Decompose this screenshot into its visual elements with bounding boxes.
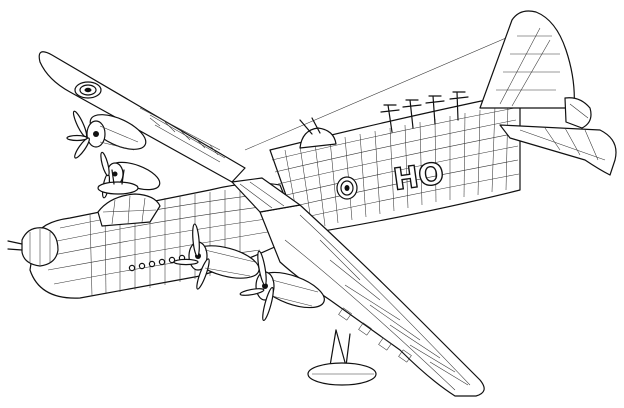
near-inner-engine (173, 223, 260, 290)
tailplane (499, 124, 617, 176)
far-outer-propeller (66, 110, 90, 159)
tail-fin-ribs (496, 27, 560, 107)
near-outer-propeller (239, 250, 274, 322)
rear-fuselage-stringers (271, 107, 520, 221)
tail-gun-turret (564, 97, 592, 129)
far-wing (38, 51, 246, 183)
near-wing-spar-bays (338, 307, 412, 363)
near-wing-ribs (284, 214, 471, 391)
fuselage-code-letters: HO (391, 156, 446, 198)
far-wing-roundel (74, 81, 102, 99)
far-wing-structure (139, 107, 226, 163)
centre-section (231, 177, 301, 213)
far-outer-engine (66, 110, 147, 159)
far-float (97, 169, 139, 195)
aerial-wire (244, 31, 521, 151)
near-outer-engine (239, 250, 325, 322)
near-float (307, 329, 377, 386)
cockpit-canopy (97, 193, 161, 227)
rear-fuselage: HO (269, 95, 521, 236)
near-inner-propeller (173, 223, 210, 290)
nose-turret (7, 227, 59, 267)
fuselage-roundel (336, 176, 358, 200)
rear-fuselage-frames (284, 102, 509, 233)
mid-upper-turret (299, 117, 337, 149)
tail-fin (479, 10, 575, 109)
dorsal-aerial-array (380, 91, 469, 133)
